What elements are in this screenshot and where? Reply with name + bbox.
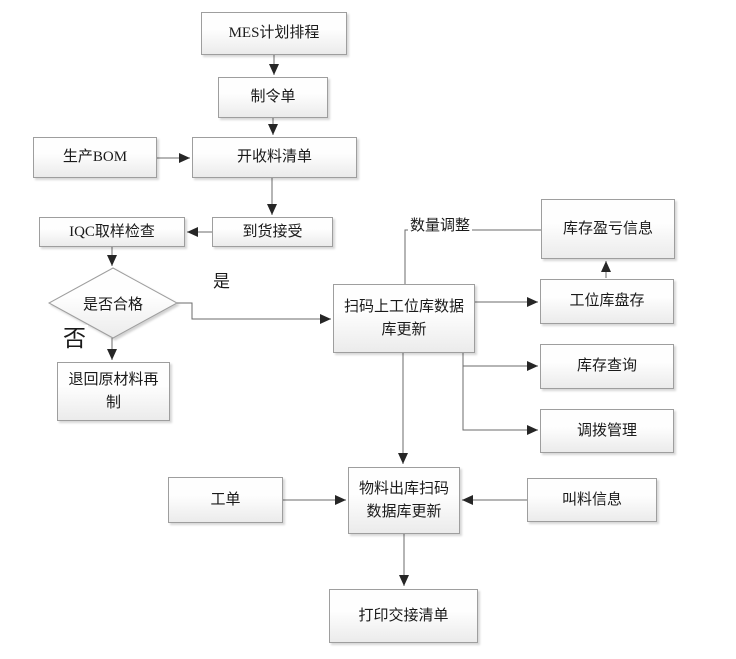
- node-transfer-management: 调拨管理: [540, 409, 674, 453]
- node-decision-qualified: 是否合格: [82, 296, 143, 313]
- node-inventory-profit-loss: 库存盈亏信息: [541, 199, 675, 259]
- decision-diamond-shape: [47, 267, 179, 339]
- node-production-bom: 生产BOM: [33, 137, 157, 178]
- node-print-handover-list: 打印交接清单: [329, 589, 478, 643]
- node-return-material: 退回原材料再制: [57, 362, 170, 421]
- node-inventory-query: 库存查询: [540, 344, 674, 389]
- edge-label-quantity-adjust: 数量调整: [408, 217, 473, 235]
- node-arrival-acceptance: 到货接受: [212, 217, 333, 247]
- node-production-order: 制令单: [218, 77, 328, 118]
- edge-label-no: 否: [61, 325, 88, 353]
- node-call-material-info: 叫料信息: [527, 478, 657, 522]
- node-station-stocktake: 工位库盘存: [540, 279, 674, 324]
- node-iqc-inspection: IQC取样检查: [39, 217, 185, 247]
- node-work-order: 工单: [168, 477, 283, 523]
- node-outbound-scan-db-update: 物料出库扫码数据库更新: [348, 467, 460, 534]
- node-scan-station-db-update: 扫码上工位库数据库更新: [333, 284, 475, 353]
- edge-scan-to-inventory-pl: [404, 229, 541, 284]
- edge-scan-to-transfer: [462, 353, 538, 435]
- edge-label-yes: 是: [211, 272, 232, 293]
- node-receiving-list: 开收料清单: [192, 137, 357, 178]
- edge-decision-yes-to-scan: [177, 302, 331, 324]
- node-mes-plan: MES计划排程: [201, 12, 347, 55]
